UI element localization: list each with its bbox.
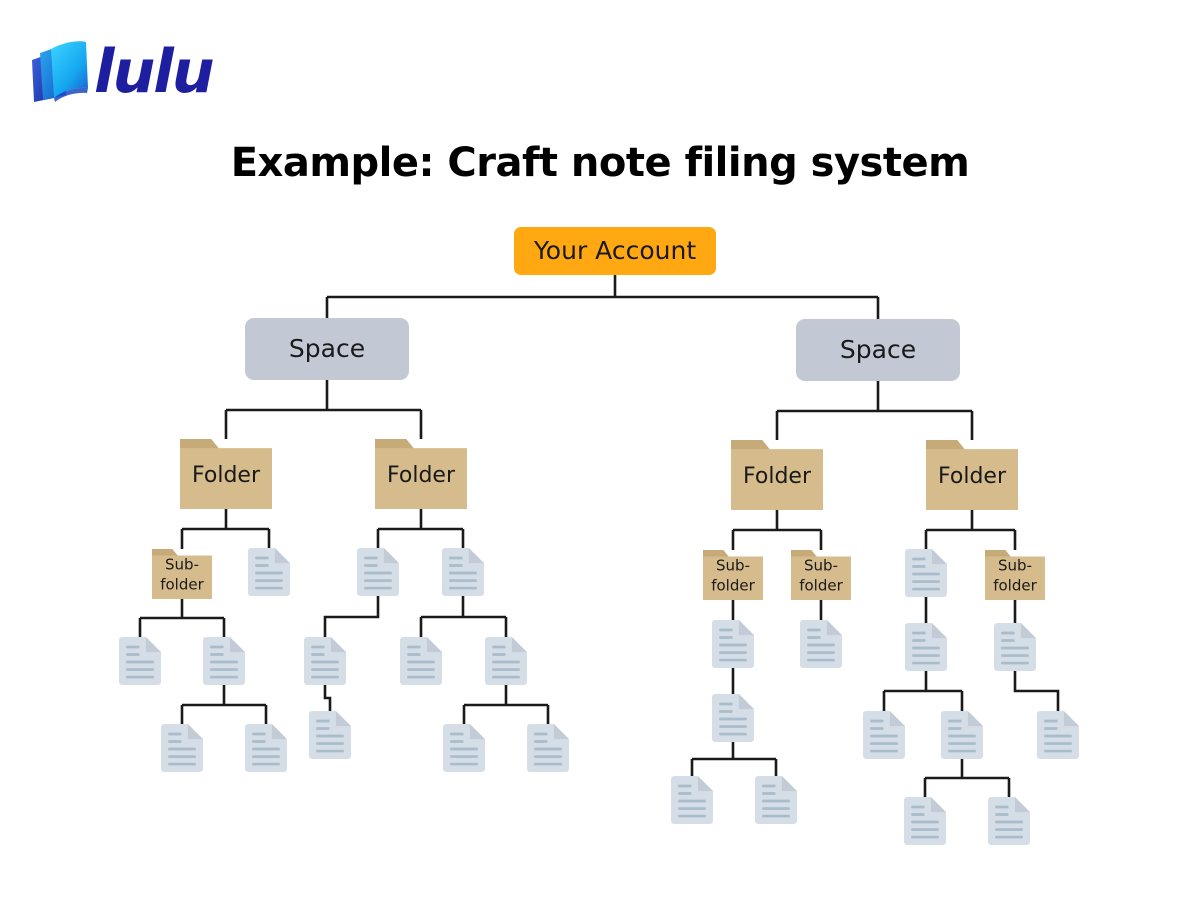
tree-node-document[interactable] [248,548,290,596]
tree-node-document[interactable] [712,694,754,742]
tree-node-document[interactable] [1037,711,1079,759]
book-icon [32,41,88,102]
tree-node-document[interactable] [357,548,399,596]
node-label: Sub- [804,557,838,575]
logo-wordmark: lulu [94,37,215,107]
tree-node-document[interactable] [941,711,983,759]
node-label: Your Account [533,236,696,265]
node-label: Folder [192,463,261,488]
node-label: Sub- [998,557,1032,575]
tree-node-document[interactable] [988,797,1030,845]
tree-node-document[interactable] [863,711,905,759]
tree-node-document[interactable] [304,637,346,685]
node-label: folder [160,576,204,594]
tree-node-folder[interactable]: Folder [926,440,1018,510]
node-label: Space [840,335,916,364]
tree-node-document[interactable] [905,549,947,597]
tree-node-folder[interactable]: Folder [731,440,823,510]
tree-node-document[interactable] [994,623,1036,671]
tree-node-document[interactable] [203,637,245,685]
tree-node-document[interactable] [712,620,754,668]
tree-node-subfolder[interactable]: Sub-folder [985,550,1045,600]
tree-node-subfolder[interactable]: Sub-folder [791,550,851,600]
node-label: Sub- [716,557,750,575]
tree-node-document[interactable] [245,724,287,772]
tree-node-document[interactable] [755,776,797,824]
tree-node-folder[interactable]: Folder [180,439,272,509]
node-label: Folder [938,464,1007,489]
node-label: folder [799,577,843,595]
tree-node-document[interactable] [442,548,484,596]
node-label: folder [993,577,1037,595]
brand-logo[interactable]: lulu [30,36,260,112]
tree-node-account[interactable]: Your Account [514,227,716,275]
tree-node-document[interactable] [800,620,842,668]
node-label: Sub- [165,556,199,574]
tree-node-document[interactable] [161,724,203,772]
tree-node-subfolder[interactable]: Sub-folder [703,550,763,600]
tree-node-subfolder[interactable]: Sub-folder [152,549,212,599]
tree-node-document[interactable] [400,637,442,685]
tree-node-space[interactable]: Space [796,319,960,381]
tree-node-space[interactable]: Space [245,318,409,380]
node-label: Space [289,334,365,363]
tree-node-document[interactable] [671,776,713,824]
tree-edges [138,275,1060,797]
tree-node-document[interactable] [119,637,161,685]
tree-node-document[interactable] [905,623,947,671]
tree-node-document[interactable] [904,797,946,845]
page-title: Example: Craft note filing system [230,140,970,186]
tree-node-folder[interactable]: Folder [375,439,467,509]
node-label: folder [711,577,755,595]
tree-node-document[interactable] [485,637,527,685]
tree-node-document[interactable] [443,724,485,772]
tree-node-document[interactable] [309,711,351,759]
tree-node-document[interactable] [527,724,569,772]
node-label: Folder [387,463,456,488]
node-label: Folder [743,464,812,489]
